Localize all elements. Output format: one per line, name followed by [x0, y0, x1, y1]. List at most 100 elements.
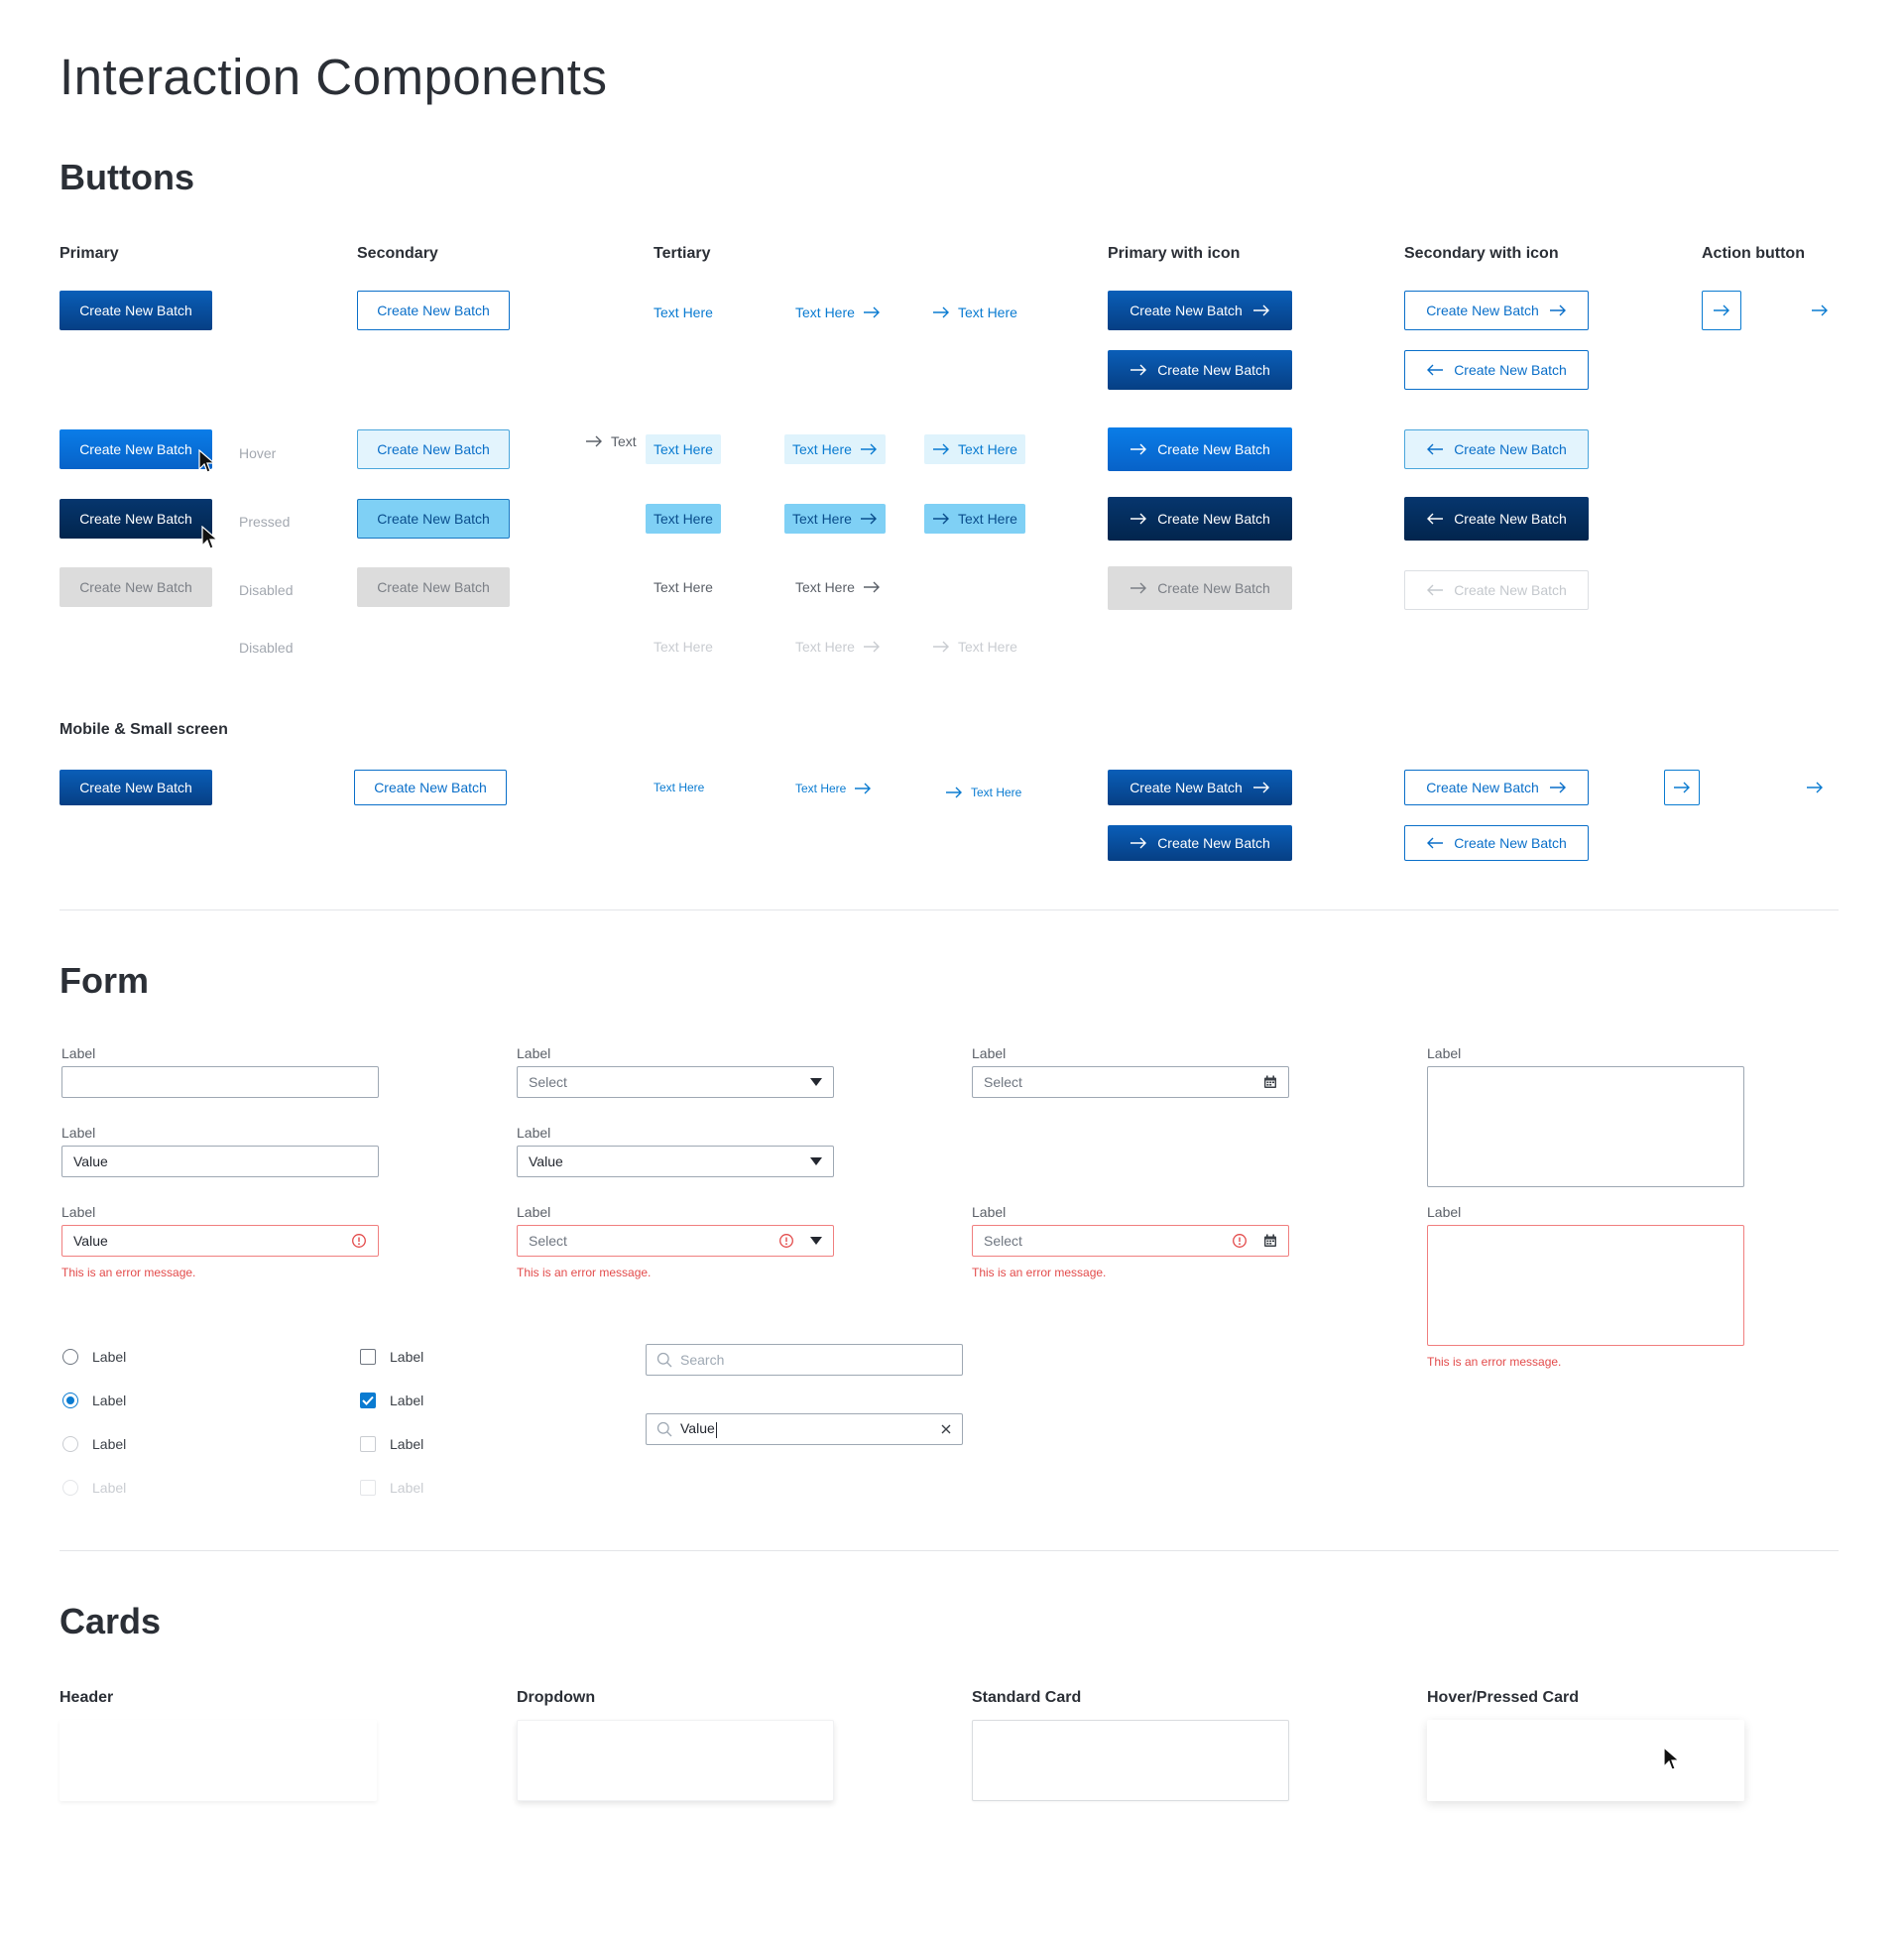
state-label-hover: Hover: [239, 445, 277, 461]
mobile-secondary-button[interactable]: Create New Batch: [354, 770, 507, 805]
radio-option-light[interactable]: Label: [62, 1434, 126, 1454]
primary-icon-button-pressed[interactable]: Create New Batch: [1108, 497, 1292, 541]
caret-down-icon: [810, 1157, 822, 1165]
tertiary-button-arrow-left[interactable]: Text Here: [924, 298, 1025, 327]
select-dropdown-error[interactable]: Select: [517, 1225, 834, 1257]
primary-button-pressed[interactable]: Create New Batch: [60, 499, 212, 539]
mobile-heading: Mobile & Small screen: [60, 721, 228, 738]
select-dropdown-empty[interactable]: Select: [517, 1066, 834, 1098]
section-divider: [60, 909, 1839, 910]
primary-button-disabled: Create New Batch: [60, 567, 212, 607]
radio-icon: [62, 1436, 78, 1452]
mobile-action-button-outlined[interactable]: [1664, 770, 1700, 805]
search-input-empty[interactable]: Search: [646, 1344, 963, 1376]
arrow-right-icon: [1714, 304, 1729, 316]
section-divider: [60, 1550, 1839, 1551]
tertiary-button[interactable]: Text Here: [654, 304, 713, 320]
tertiary-button-pressed[interactable]: Text Here: [646, 504, 721, 534]
dropdown-card[interactable]: [517, 1720, 834, 1801]
arrow-right-icon: [1130, 364, 1147, 376]
arrow-left-icon: [1427, 513, 1444, 525]
radio-option[interactable]: Label: [62, 1347, 126, 1367]
tertiary-button-arrow-right[interactable]: Text Here: [787, 298, 889, 327]
mobile-tertiary-button[interactable]: Text Here: [654, 781, 705, 794]
primary-button[interactable]: Create New Batch: [60, 291, 212, 330]
secondary-icon-button-disabled: Create New Batch: [1404, 570, 1589, 610]
tertiary-button-arrow-left-pressed[interactable]: Text Here: [924, 504, 1025, 534]
mobile-action-button-plain[interactable]: [1797, 770, 1833, 805]
text-input-filled[interactable]: Value: [61, 1146, 379, 1177]
action-button-plain[interactable]: [1800, 291, 1840, 330]
secondary-button-hover[interactable]: Create New Batch: [357, 429, 510, 469]
card-heading-header: Header: [60, 1689, 114, 1706]
hover-pressed-card[interactable]: [1427, 1720, 1744, 1801]
mobile-tertiary-button-arrow-left[interactable]: Text Here: [937, 778, 1029, 807]
secondary-icon-button-hover[interactable]: Create New Batch: [1404, 429, 1589, 469]
secondary-button[interactable]: Create New Batch: [357, 291, 510, 330]
text-input-error[interactable]: Value: [61, 1225, 379, 1257]
date-picker-error[interactable]: Select: [972, 1225, 1289, 1257]
close-icon[interactable]: [940, 1423, 952, 1435]
mobile-tertiary-button-arrow-right[interactable]: Text Here: [787, 774, 880, 803]
calendar-icon: [1264, 1234, 1276, 1247]
textarea[interactable]: [1427, 1066, 1744, 1187]
arrow-right-icon: [1812, 304, 1828, 316]
tertiary-button-arrow-right-pressed[interactable]: Text Here: [784, 504, 886, 534]
arrow-right-icon: [1130, 837, 1147, 849]
mobile-primary-icon-button-right[interactable]: Create New Batch: [1108, 770, 1292, 805]
radio-option-selected[interactable]: Label: [62, 1391, 126, 1410]
checkbox-icon: [360, 1480, 376, 1496]
primary-button-hover[interactable]: Create New Batch: [60, 429, 212, 469]
primary-icon-button-left[interactable]: Create New Batch: [1108, 350, 1292, 390]
mobile-secondary-icon-button-right[interactable]: Create New Batch: [1404, 770, 1589, 805]
error-icon: [352, 1234, 366, 1248]
checkbox-option[interactable]: Label: [360, 1347, 423, 1367]
arrow-right-icon: [1549, 782, 1566, 793]
select-dropdown-filled[interactable]: Value: [517, 1146, 834, 1177]
arrow-right-icon: [1252, 782, 1269, 793]
tertiary-button-arrow-left-hover[interactable]: Text Here: [924, 434, 1025, 464]
checkbox-option-light[interactable]: Label: [360, 1434, 423, 1454]
tertiary-button-hover[interactable]: Text Here: [646, 434, 721, 464]
action-button-outlined[interactable]: [1702, 291, 1741, 330]
arrow-right-icon: [933, 443, 949, 455]
arrow-right-icon: [860, 513, 877, 525]
error-message: This is an error message.: [972, 1266, 1107, 1279]
card-heading-hover: Hover/Pressed Card: [1427, 1689, 1579, 1706]
checkmark-icon: [362, 1395, 374, 1405]
search-input-filled[interactable]: Value: [646, 1413, 963, 1445]
arrow-right-icon: [863, 641, 880, 653]
primary-icon-button-hover[interactable]: Create New Batch: [1108, 427, 1292, 471]
cursor-icon: [1663, 1747, 1681, 1770]
field-label: Label: [61, 1125, 96, 1141]
text-caret: [715, 1421, 717, 1438]
column-secondary-with-icon: Secondary with icon: [1404, 245, 1559, 262]
arrow-right-icon: [933, 306, 949, 318]
state-label-disabled-tertiary: Disabled: [239, 640, 294, 656]
mobile-primary-button[interactable]: Create New Batch: [60, 770, 212, 805]
radio-icon: [62, 1349, 78, 1365]
tertiary-button-arrow-right-hover[interactable]: Text Here: [784, 434, 886, 464]
checkbox-icon: [360, 1436, 376, 1452]
arrow-right-icon: [1130, 443, 1147, 455]
secondary-button-pressed[interactable]: Create New Batch: [357, 499, 510, 539]
secondary-icon-button-right[interactable]: Create New Batch: [1404, 291, 1589, 330]
checkbox-icon: [360, 1349, 376, 1365]
text-input-empty[interactable]: [61, 1066, 379, 1098]
tertiary-button-plain[interactable]: Text Here: [654, 579, 713, 595]
arrow-left-icon: [1427, 364, 1444, 376]
date-picker-empty[interactable]: Select: [972, 1066, 1289, 1098]
secondary-icon-button-pressed[interactable]: Create New Batch: [1404, 497, 1589, 541]
secondary-icon-button-left[interactable]: Create New Batch: [1404, 350, 1589, 390]
primary-icon-button-right[interactable]: Create New Batch: [1108, 291, 1292, 330]
mobile-primary-icon-button-left[interactable]: Create New Batch: [1108, 825, 1292, 861]
column-action-button: Action button: [1702, 245, 1805, 262]
tertiary-button-arrow-right-plain[interactable]: Text Here: [787, 572, 889, 602]
standard-card[interactable]: [972, 1720, 1289, 1801]
textarea-error[interactable]: [1427, 1225, 1744, 1346]
card-heading-dropdown: Dropdown: [517, 1689, 596, 1706]
mobile-secondary-icon-button-left[interactable]: Create New Batch: [1404, 825, 1589, 861]
arrow-right-icon: [1674, 782, 1690, 793]
checkbox-option-checked[interactable]: Label: [360, 1391, 423, 1410]
header-card: [60, 1720, 377, 1801]
